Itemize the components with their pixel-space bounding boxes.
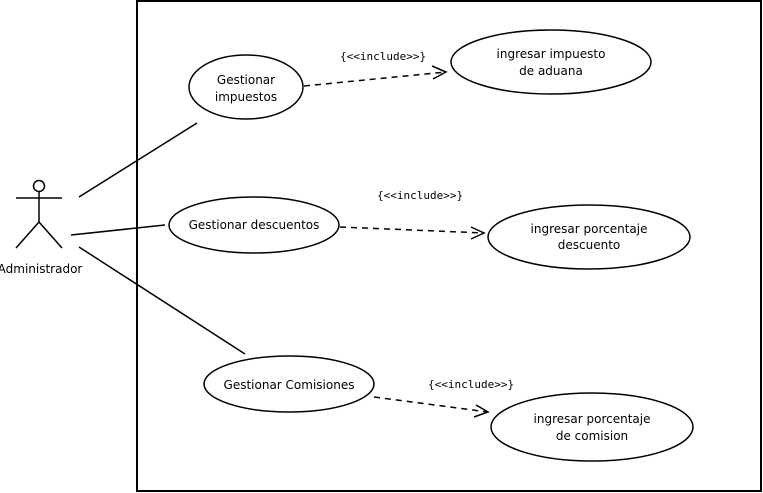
use-case-label: Gestionar Comisiones [224,378,355,392]
include-arrowhead-2 [470,226,486,240]
use-case-ingresar-impuesto-aduana[interactable] [450,29,652,95]
system-boundary [136,0,762,492]
association-impuestos [78,122,198,198]
association-descuentos [70,224,166,236]
use-case-gestionar-descuentos[interactable] [168,196,340,254]
use-case-gestionar-impuestos[interactable] [188,54,304,120]
include-line-3 [373,396,489,413]
include-label-2: {<<include>>} [377,189,463,202]
use-case-label: Gestionar [217,73,275,87]
association-comisiones [78,246,246,355]
actor-left-leg [15,221,40,249]
use-case-label: de aduana [519,64,583,78]
actor-figure [15,179,63,249]
use-case-label: ingresar porcentaje [531,222,648,236]
use-case-label: Gestionar descuentos [189,218,320,232]
use-case-label: impuestos [215,90,277,104]
actor-name: Administrador [0,262,82,276]
include-label-1: {<<include>>} [340,50,426,63]
include-line-2 [339,226,485,234]
use-case-label: ingresar porcentaje [534,412,651,426]
actor-head [32,179,46,193]
use-case-gestionar-comisiones[interactable] [203,355,375,413]
include-dependencies [303,65,490,418]
actor-right-leg [38,221,63,249]
use-case-ingresar-porcentaje-comision[interactable] [490,392,694,462]
include-arrowhead-3 [473,404,490,418]
include-arrowhead-1 [431,65,448,80]
include-line-1 [303,71,447,87]
use-case-label: de comision [556,429,628,443]
use-case-ingresar-porcentaje-descuento[interactable] [487,204,691,270]
associations [70,122,246,355]
use-case-label: descuento [558,238,621,252]
include-label-3: {<<include>>} [428,378,514,391]
use-case-label: ingresar impuesto [497,47,606,61]
